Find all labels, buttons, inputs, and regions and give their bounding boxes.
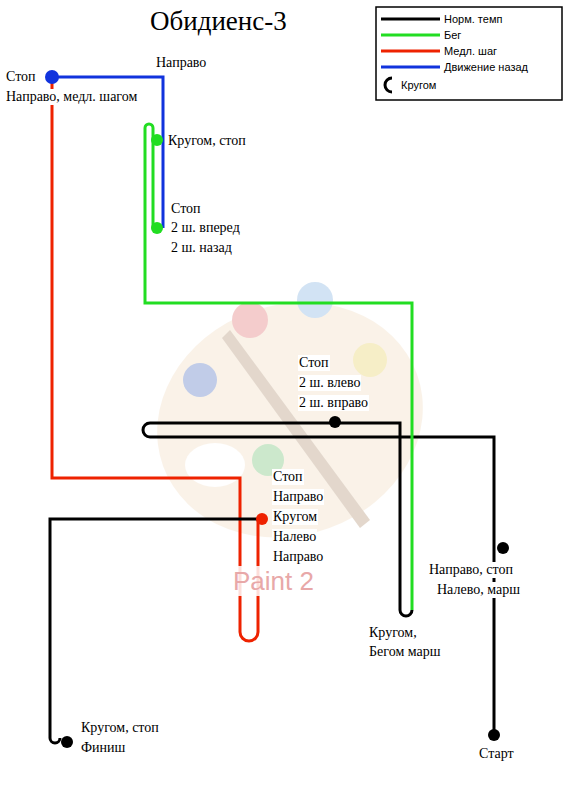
station-command: 2 ш. вперед [170,220,241,236]
normal-pace-path [143,423,494,735]
station-command: Направо, медл. шагом [5,89,138,105]
station-dot [61,736,73,748]
station-command: Стоп [298,355,330,371]
station-dot [256,513,268,525]
station-command: Стоп [5,69,37,85]
legend-samples [381,19,440,92]
station-command: 2 ш. вправо [298,395,369,411]
station-dot [329,416,341,428]
legend-text: Норм. темп [444,13,502,26]
palette-watermark [124,266,456,574]
station-command: Стоп [272,469,304,485]
stations [45,70,509,748]
station-dot [45,70,59,84]
route [50,77,494,743]
station-command: Кругом, стоп [167,133,247,149]
station-command: 2 ш. назад [170,240,233,256]
slow-pace-path [52,77,258,641]
legend-swatch [381,34,440,37]
legend-text: Кругом [401,79,436,92]
station-command: Бегом марш [368,644,442,660]
station-command: Кругом [272,509,318,525]
station-command: Направо [272,549,324,565]
legend-text: Движение назад [444,61,528,74]
station-dot [488,729,500,741]
station-command: 2 ш. влево [298,375,361,391]
station-dot [151,134,163,146]
about-turn-symbol [385,78,392,92]
normal-pace-path [50,519,262,743]
legend-box [376,7,562,100]
diagram-title: Обидиенс-3 [150,6,287,36]
watermark: Paint 2 [232,566,315,596]
station-command: Финиш [80,740,126,756]
run-path [145,124,412,610]
station-command: Налево, марш [436,582,521,598]
station-command: Старт [478,746,515,762]
station-dot [151,222,163,234]
legend-text: Бег [444,29,461,42]
station-command: Кругом, [368,625,418,641]
station-command: Направо [155,55,207,71]
station-command: Стоп [170,201,202,217]
station-command: Направо [272,489,324,505]
station-command: Налево [272,529,317,545]
legend-text: Медл. шаг [444,45,497,58]
station-command: Кругом, стоп [80,720,160,736]
legend-swatch [381,50,440,53]
legend-swatch [381,18,440,21]
legend-swatch [381,66,440,69]
station-dot [497,542,509,554]
station-command: Направо, стоп [428,562,514,578]
